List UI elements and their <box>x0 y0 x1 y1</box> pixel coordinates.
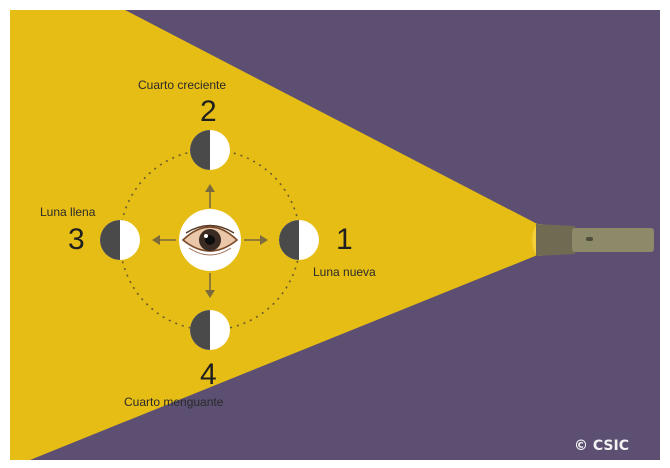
label-new-moon: Luna nueva <box>313 265 376 279</box>
copyright-credit: © CSIC <box>574 438 629 454</box>
number-last-quarter: 4 <box>200 358 217 392</box>
flashlight-icon <box>532 224 654 256</box>
eye-icon <box>179 209 241 271</box>
moon-full <box>100 220 140 260</box>
moon-first-quarter <box>190 130 230 170</box>
label-full-moon: Luna llena <box>40 205 95 219</box>
moon-last-quarter <box>190 310 230 350</box>
number-first-quarter: 2 <box>200 95 217 129</box>
number-full-moon: 3 <box>68 223 85 257</box>
moon-new <box>279 220 319 260</box>
number-new-moon: 1 <box>336 223 353 257</box>
label-last-quarter: Cuarto menguante <box>124 395 223 409</box>
label-first-quarter: Cuarto creciente <box>138 78 226 92</box>
